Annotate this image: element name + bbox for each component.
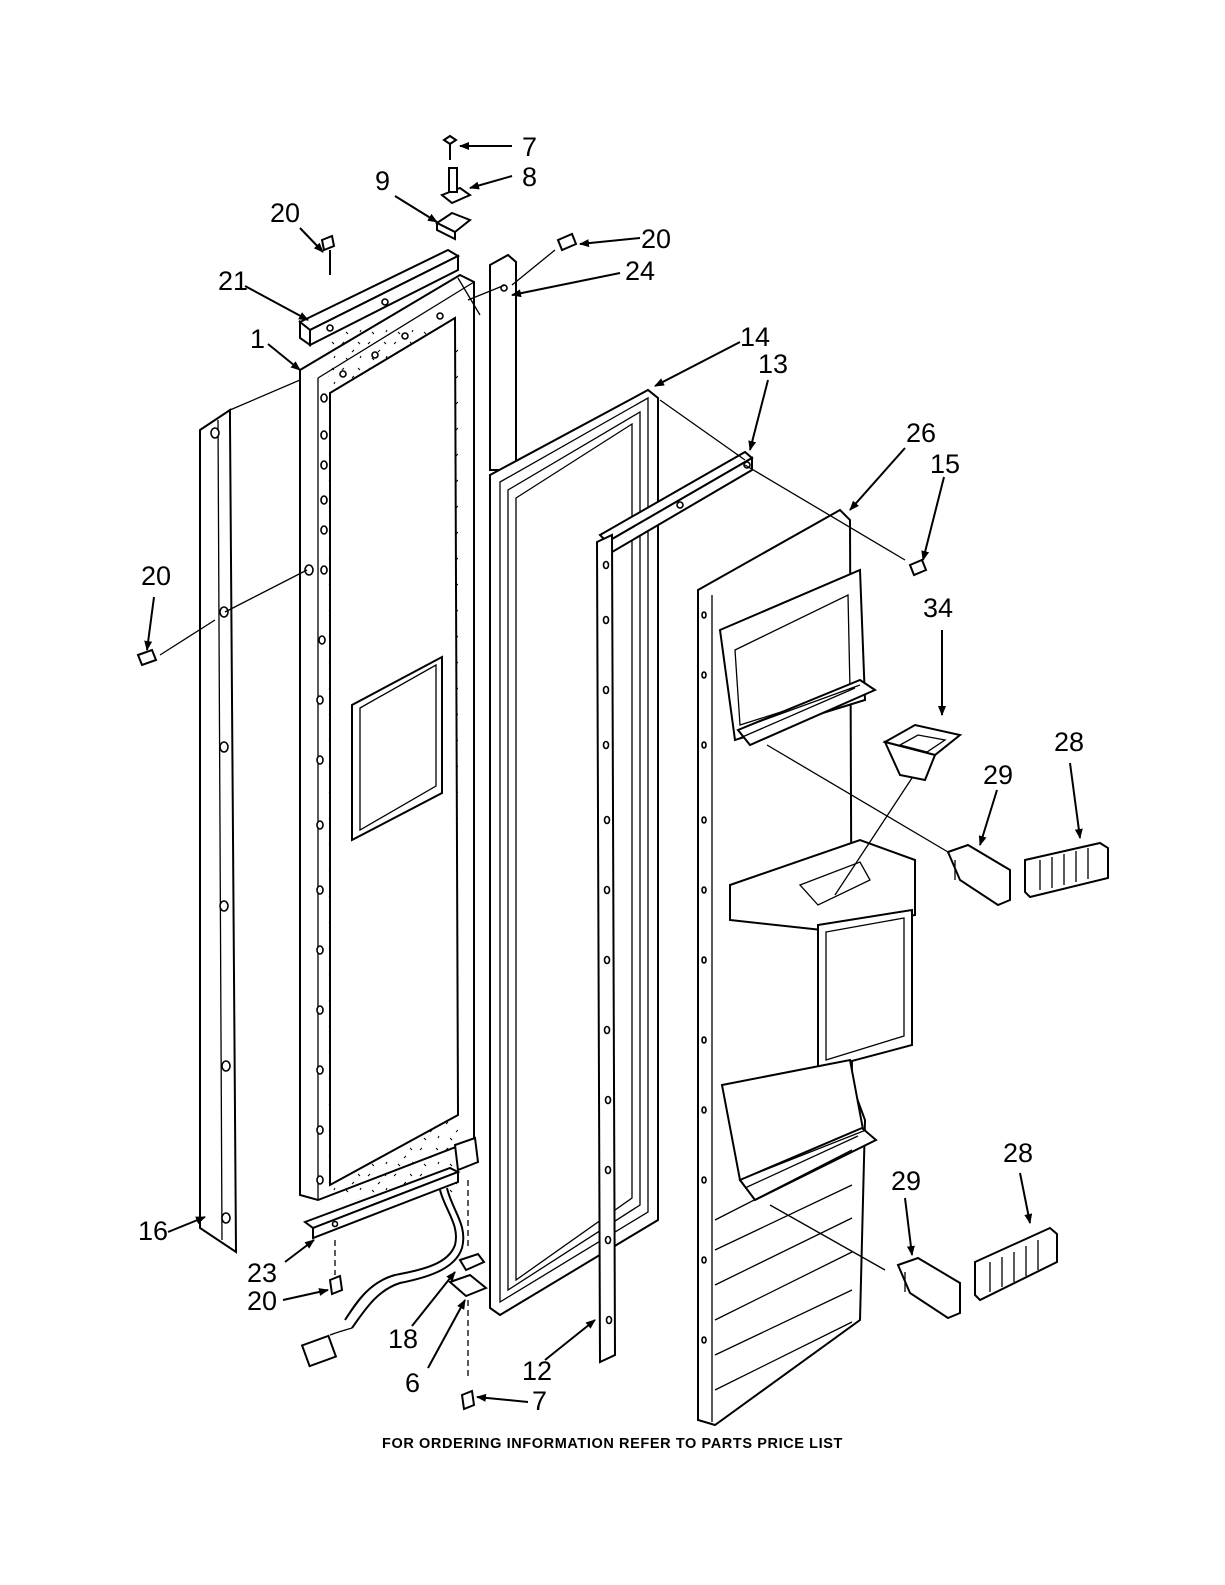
callout-29-upper: 29 <box>983 760 1013 790</box>
callout-23: 23 <box>247 1258 277 1288</box>
callout-29-lower: 29 <box>891 1166 921 1196</box>
strip-part-24 <box>490 255 516 470</box>
callout-24: 24 <box>625 256 655 286</box>
callout-34: 34 <box>923 593 953 623</box>
callout-18: 18 <box>388 1324 418 1354</box>
callout-20-left: 20 <box>141 561 171 591</box>
callout-21: 21 <box>218 266 248 296</box>
callout-28-upper: 28 <box>1054 727 1084 757</box>
callout-12: 12 <box>522 1356 552 1386</box>
screw-icon <box>138 650 156 665</box>
callout-20-bottom: 20 <box>247 1286 277 1316</box>
side-trim-part-12 <box>597 535 615 1362</box>
callout-20-top-right: 20 <box>641 224 671 254</box>
screw-icon <box>462 1391 474 1409</box>
screw-icon <box>330 1276 342 1294</box>
screw-icon <box>910 560 926 575</box>
callout-7-bottom: 7 <box>532 1386 547 1416</box>
callout-7-top: 7 <box>522 132 537 162</box>
dispenser-liner-part-26 <box>698 510 915 1425</box>
callout-26: 26 <box>906 418 936 448</box>
callout-8: 8 <box>522 162 537 192</box>
top-hinge-assembly <box>437 136 470 239</box>
screw-icon <box>322 236 334 275</box>
callout-28-lower: 28 <box>1003 1138 1033 1168</box>
callout-14: 14 <box>740 322 770 352</box>
paddle-upper-part-29 <box>948 845 1010 905</box>
callout-15: 15 <box>930 449 960 479</box>
callout-20-top-left: 20 <box>270 198 300 228</box>
rail-part-16 <box>200 410 236 1252</box>
callout-16: 16 <box>138 1216 168 1246</box>
screw-icon <box>558 234 576 250</box>
callout-6: 6 <box>405 1368 420 1398</box>
callout-9: 9 <box>375 166 390 196</box>
inner-door-panel-part-1 <box>300 275 474 1200</box>
ordering-info-note: FOR ORDERING INFORMATION REFER TO PARTS … <box>0 1436 1225 1452</box>
callout-1: 1 <box>250 324 265 354</box>
paddle-lower-part-29 <box>898 1258 960 1318</box>
callout-13: 13 <box>758 349 788 379</box>
